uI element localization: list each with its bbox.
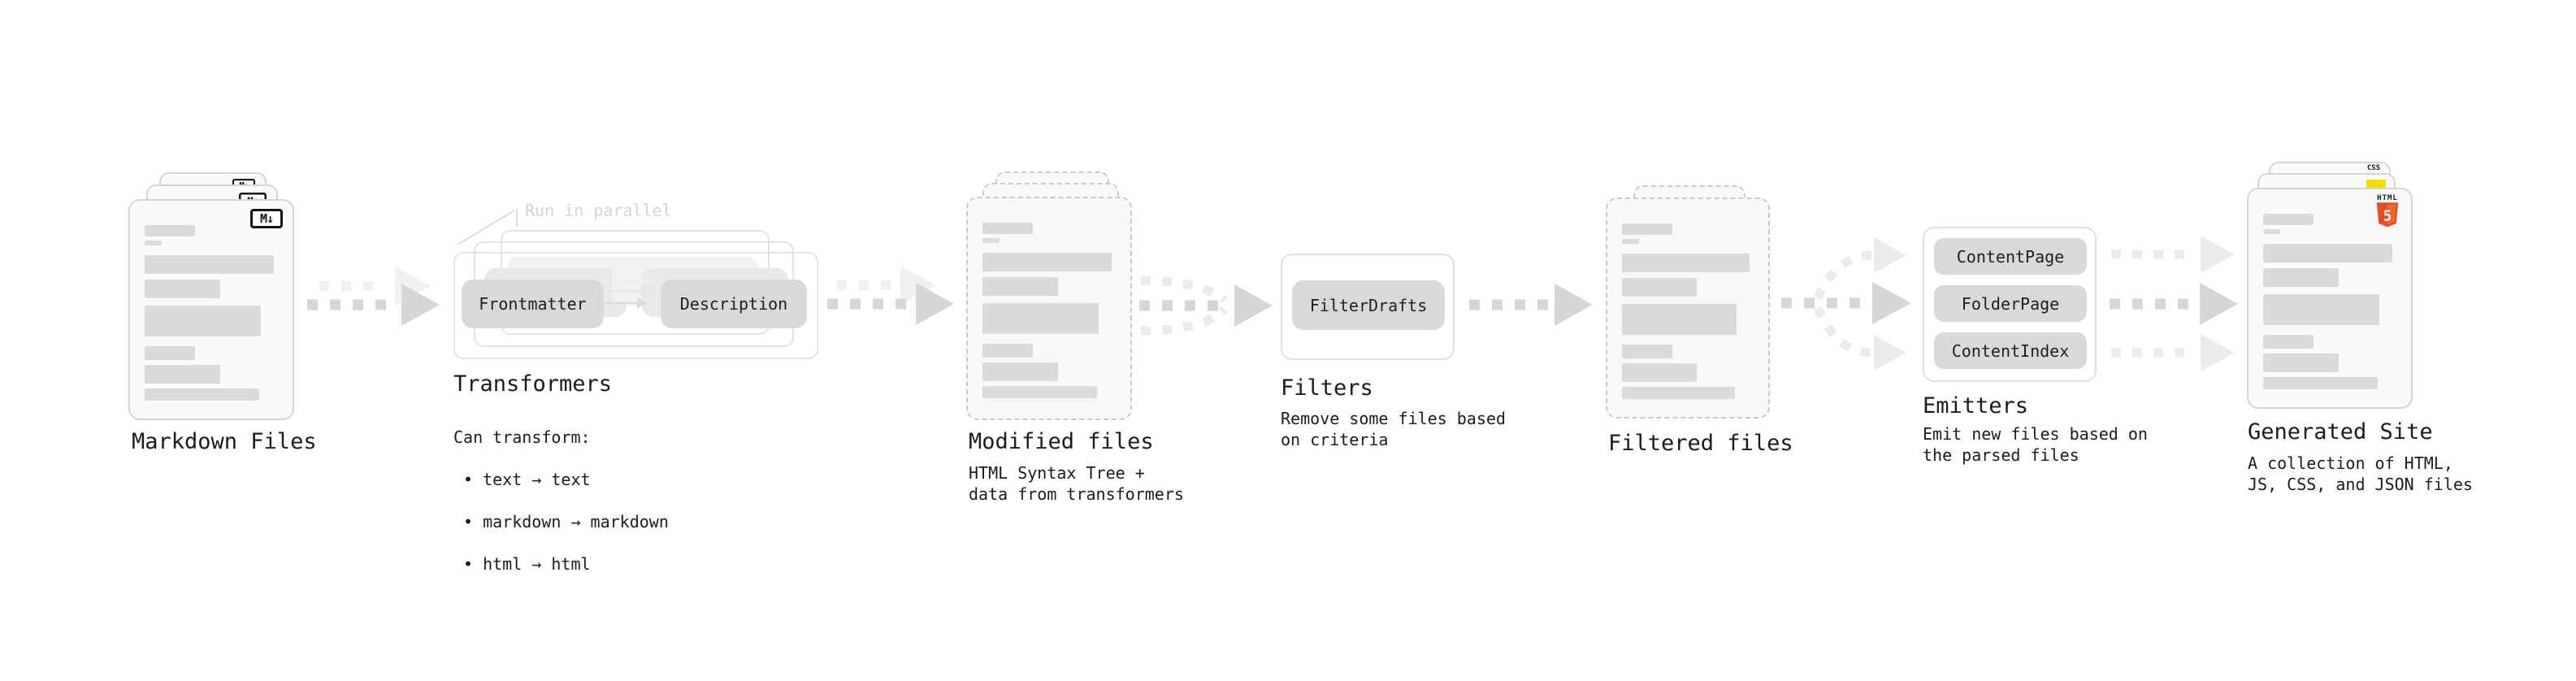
arrowhead-icon	[1234, 284, 1273, 327]
html5-number: 5	[2383, 208, 2392, 224]
file-content-placeholder	[145, 225, 278, 401]
placeholder-bar	[2263, 229, 2281, 234]
arrow-filters-to-filtered	[1469, 284, 1593, 326]
file-content-placeholder	[1622, 223, 1754, 399]
transform-bullet: • text → text	[463, 470, 591, 489]
placeholder-bar	[1622, 223, 1672, 235]
placeholder-bar	[145, 255, 275, 274]
filterdrafts-label: FilterDrafts	[1309, 295, 1428, 315]
placeholder-bar	[145, 225, 196, 236]
contentpage-label: ContentPage	[1956, 246, 2065, 267]
arrow-markdown-to-transformers	[307, 267, 440, 326]
placeholder-bar	[1622, 254, 1750, 272]
description-label: Description	[679, 294, 788, 314]
folderpage-pill: FolderPage	[1934, 285, 2087, 322]
arrows-emitters-to-generated	[2110, 236, 2238, 371]
arrow-transformers-to-modified	[827, 266, 954, 325]
arrowhead-icon	[1872, 282, 1911, 324]
transform-bullet: • html → html	[463, 554, 591, 574]
html5-icon: HTML 5	[2372, 194, 2403, 230]
arrowhead-icon	[1555, 284, 1593, 326]
emitters-description: Emit new files based on the parsed files	[1923, 424, 2148, 465]
filterdrafts-pill: FilterDrafts	[1292, 280, 1445, 330]
placeholder-bar	[1622, 387, 1736, 399]
placeholder-bar	[2263, 244, 2393, 262]
contentindex-label: ContentIndex	[1951, 340, 2070, 361]
placeholder-bar	[982, 238, 1000, 243]
arrowhead-icon	[2200, 283, 2238, 325]
arrowhead-icon	[401, 284, 440, 326]
placeholder-bar	[1622, 239, 1640, 244]
stage-title-filters: Filters	[1281, 375, 1373, 401]
placeholder-bar	[145, 346, 196, 360]
stage-title-modified: Modified files	[969, 429, 1154, 454]
placeholder-bar	[2263, 335, 2314, 349]
stage-title-emitters: Emitters	[1923, 393, 2029, 419]
placeholder-bar	[982, 223, 1034, 234]
placeholder-bar	[145, 241, 163, 245]
placeholder-bar	[982, 362, 1059, 381]
arrowhead-icon	[2201, 334, 2235, 371]
contentindex-pill: ContentIndex	[1934, 332, 2087, 369]
run-in-parallel-annotation: Run in parallel	[525, 201, 672, 220]
placeholder-bar	[145, 365, 221, 384]
file-content-placeholder	[2263, 214, 2396, 389]
arrowhead-icon	[395, 267, 431, 306]
stage-title-transformers: Transformers	[453, 371, 613, 397]
transformers-description: Can transform: • text → text • markdown …	[453, 406, 669, 596]
frontmatter-label: Frontmatter	[479, 294, 587, 314]
filtered-file-card	[1606, 197, 1770, 419]
arrow-modified-to-filters-converge	[1139, 275, 1273, 336]
html5-icon-word: HTML	[2377, 194, 2398, 202]
description-pill: Description	[661, 280, 807, 328]
generated-file-card: HTML 5	[2247, 188, 2413, 409]
arrowhead-icon	[1874, 237, 1906, 273]
generated-description: A collection of HTML, JS, CSS, and JSON …	[2248, 453, 2473, 494]
stage-title-generated: Generated Site	[2248, 419, 2433, 445]
arrowhead-icon	[900, 266, 936, 305]
placeholder-bar	[982, 277, 1059, 296]
filters-description: Remove some files based on criteria	[1281, 409, 1506, 449]
placeholder-bar	[145, 280, 221, 298]
placeholder-bar	[982, 344, 1034, 358]
folderpage-label: FolderPage	[1961, 293, 2060, 314]
markdown-icon: M↓	[250, 209, 283, 228]
placeholder-bar	[1622, 363, 1698, 382]
placeholder-bar	[1622, 345, 1672, 358]
arrowhead-icon	[2201, 236, 2235, 273]
frontmatter-pill: Frontmatter	[462, 280, 604, 328]
placeholder-bar	[2263, 294, 2379, 325]
file-content-placeholder	[982, 223, 1116, 398]
html5-shield: 5	[2376, 202, 2399, 228]
contentpage-pill: ContentPage	[1934, 238, 2087, 275]
css-icon-label: CSS	[2366, 164, 2381, 172]
placeholder-bar	[982, 253, 1112, 271]
placeholder-bar	[2263, 268, 2340, 287]
stage-title-filtered: Filtered files	[1608, 431, 1793, 456]
arrow-filtered-to-emitters-fanout	[1781, 237, 1911, 371]
placeholder-bar	[1622, 278, 1698, 297]
arrowhead-icon	[916, 283, 954, 325]
transformer-box	[453, 252, 818, 359]
placeholder-bar	[1622, 304, 1737, 335]
can-transform-heading: Can transform:	[453, 427, 591, 447]
placeholder-bar	[2263, 354, 2340, 372]
placeholder-bar	[2263, 214, 2314, 225]
modified-file-card	[966, 197, 1132, 420]
placeholder-bar	[145, 388, 260, 401]
modified-description: HTML Syntax Tree + data from transformer…	[969, 463, 1184, 504]
placeholder-bar	[2263, 377, 2379, 389]
arrowhead-icon	[1874, 335, 1906, 371]
placeholder-bar	[145, 306, 261, 336]
placeholder-bar	[982, 303, 1099, 334]
markdown-file-card: M↓	[128, 199, 294, 420]
stage-title-markdown: Markdown Files	[132, 429, 317, 454]
placeholder-bar	[982, 386, 1098, 398]
transform-bullet: • markdown → markdown	[463, 512, 669, 531]
